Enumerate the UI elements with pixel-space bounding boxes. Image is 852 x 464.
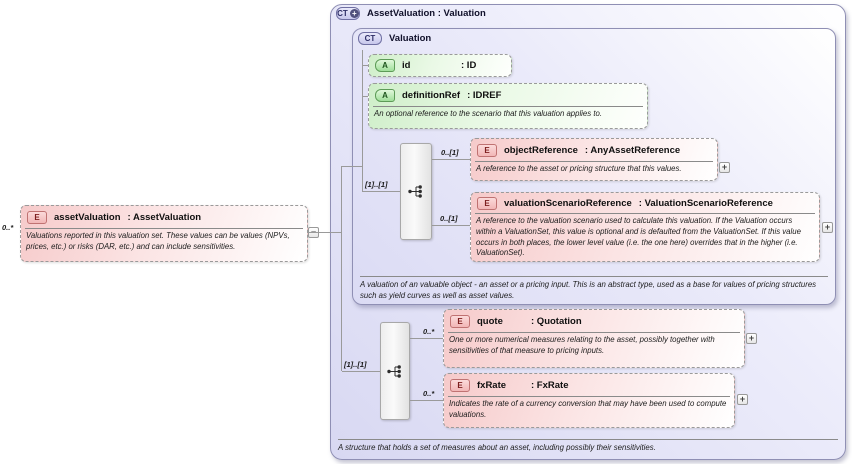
- derived-type-icon: +: [349, 9, 359, 18]
- attribute-id-name: id: [402, 60, 411, 71]
- attribute-definitionref-node[interactable]: A definitionRef : IDREF An optional refe…: [368, 83, 648, 129]
- attribute-id-node[interactable]: A id : ID: [368, 54, 512, 77]
- element-assetvaluation-type: : AssetValuation: [127, 211, 202, 223]
- element-quote-type: : Quotation: [531, 315, 582, 327]
- expand-button[interactable]: +: [822, 222, 833, 233]
- cardinality-label: 0..*: [2, 223, 14, 232]
- connector-line: [363, 191, 400, 192]
- expand-button[interactable]: +: [737, 394, 748, 405]
- element-assetvaluation-node[interactable]: E assetValuation : AssetValuation Valuat…: [20, 205, 308, 262]
- complextype-valuation-title: Valuation: [389, 33, 432, 44]
- connector-line: [410, 338, 443, 339]
- connector-line: [432, 159, 470, 160]
- element-valuationscenarioreference-name: valuationScenarioReference: [504, 197, 632, 209]
- sequence-compositor[interactable]: [400, 143, 432, 240]
- sequence-icon: [408, 185, 422, 198]
- element-fxrate-name: fxRate: [477, 379, 507, 391]
- valuation-annotation: A valuation of an valuable object - an a…: [360, 276, 828, 302]
- element-valuationscenarioreference-node[interactable]: E valuationScenarioReference : Valuation…: [470, 192, 820, 262]
- attribute-badge: A: [375, 59, 395, 72]
- element-assetvaluation-name: assetValuation: [54, 211, 121, 223]
- expand-button[interactable]: +: [746, 333, 757, 344]
- connector-line: [432, 225, 470, 226]
- cardinality-label: [1]..[1]: [365, 180, 388, 189]
- attribute-definitionref-name: definitionRef: [402, 89, 461, 101]
- connector-line: [342, 371, 380, 372]
- connector-line: [307, 232, 341, 233]
- element-badge: E: [450, 314, 470, 328]
- sequence-compositor[interactable]: [380, 322, 410, 420]
- complextype-plus-badge: CT+: [336, 7, 360, 20]
- connector-line: [410, 400, 443, 401]
- connector-line: [362, 50, 363, 192]
- sequence-icon: [387, 364, 401, 378]
- element-objectreference-annotation: A reference to the asset or pricing stru…: [475, 161, 713, 175]
- element-valuationscenarioreference-type: : ValuationScenarioReference: [638, 197, 773, 209]
- cardinality-label: [1]..[1]: [344, 360, 367, 369]
- cardinality-label: 0..[1]: [440, 214, 458, 223]
- element-fxrate-type: : FxRate: [531, 379, 569, 391]
- element-badge: E: [477, 143, 497, 157]
- element-assetvaluation-annotation: Valuations reported in this valuation se…: [25, 228, 303, 253]
- element-objectreference-name: objectReference: [504, 144, 578, 156]
- element-valuationscenarioreference-annotation: A reference to the valuation scenario us…: [475, 213, 815, 259]
- element-quote-annotation: One or more numerical measures relating …: [448, 332, 740, 357]
- element-objectreference-node[interactable]: E objectReference : AnyAssetReference A …: [470, 138, 718, 181]
- complextype-assetvaluation-header: CT+ AssetValuation : Valuation: [336, 7, 486, 20]
- attribute-id-type: : ID: [461, 60, 477, 71]
- element-objectreference-type: : AnyAssetReference: [584, 144, 681, 156]
- connector-line: [341, 166, 342, 371]
- attribute-definitionref-type: : IDREF: [467, 89, 502, 101]
- complextype-valuation-header: CT Valuation: [358, 32, 431, 45]
- element-quote-node[interactable]: E quote : Quotation One or more numerica…: [443, 309, 745, 368]
- element-quote-name: quote: [477, 315, 503, 327]
- element-badge: E: [477, 196, 497, 210]
- cardinality-label: 0..[1]: [441, 148, 459, 157]
- attribute-badge: A: [375, 88, 395, 102]
- element-badge: E: [27, 210, 47, 224]
- element-fxrate-node[interactable]: E fxRate : FxRate Indicates the rate of …: [443, 373, 735, 428]
- connector-line: [342, 166, 362, 167]
- cardinality-label: 0..*: [423, 389, 435, 398]
- element-badge: E: [450, 378, 470, 392]
- connector-line: [362, 65, 368, 66]
- complextype-badge: CT: [358, 32, 382, 45]
- connector-line: [362, 96, 368, 97]
- expand-button[interactable]: +: [719, 162, 730, 173]
- element-fxrate-annotation: Indicates the rate of a currency convers…: [448, 396, 730, 421]
- attribute-definitionref-annotation: An optional reference to the scenario th…: [373, 106, 643, 120]
- complextype-assetvaluation-title: AssetValuation : Valuation: [367, 8, 486, 19]
- cardinality-label: 0..*: [423, 327, 435, 336]
- assetvaluation-annotation: A structure that holds a set of measures…: [338, 439, 838, 454]
